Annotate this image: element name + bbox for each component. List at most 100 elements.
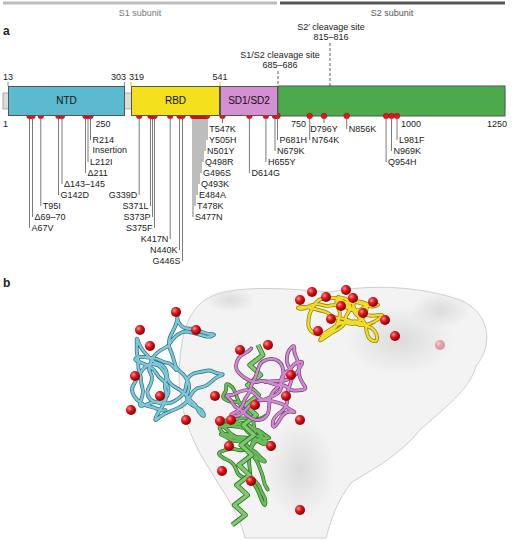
- residue-number: 1250: [487, 119, 507, 129]
- mutation-label: Δ211: [88, 168, 108, 178]
- mutation-label: K417N: [141, 234, 169, 244]
- subunit-label: S1 subunit: [119, 8, 162, 18]
- leader-lines: [30, 119, 398, 261]
- mutation-sphere: [145, 341, 155, 351]
- mutation-label: G339D: [109, 190, 138, 200]
- ribbon-outline: [298, 297, 383, 342]
- mutation-sphere: [341, 285, 351, 295]
- leader-line: [193, 119, 194, 217]
- leader-line: [324, 119, 325, 123]
- mutation-sphere: [321, 292, 331, 302]
- leader-line: [40, 119, 41, 206]
- leader-line: [150, 119, 151, 206]
- mutation-sphere: [313, 326, 323, 336]
- mutation-sphere: [326, 314, 336, 324]
- cleavage-residues: 685–686: [262, 60, 297, 70]
- mutation-sphere: [191, 325, 201, 335]
- mutation-sphere: [171, 307, 181, 317]
- cleavage-residues: 815–816: [313, 32, 348, 42]
- leader-line: [205, 119, 206, 151]
- ribbon-outline: [132, 310, 223, 420]
- mutation-label: N679K: [277, 146, 305, 156]
- surface-shading: [265, 420, 335, 520]
- mutation-label: T547K: [209, 124, 236, 134]
- leader-line: [195, 119, 196, 206]
- mutation-label: G446S: [152, 256, 180, 266]
- s1-subunit-bar: [3, 2, 277, 5]
- mutation-sphere: [286, 370, 296, 380]
- panel-letter: a: [3, 24, 10, 38]
- mutation-label: P681H: [280, 135, 308, 145]
- mutation-sphere: [307, 287, 317, 297]
- domain-box: NTD: [8, 86, 125, 116]
- mutation-sphere: [295, 295, 305, 305]
- ribbon-outline: [227, 346, 306, 427]
- leader-line: [179, 119, 180, 250]
- mutation-sphere: [358, 308, 368, 318]
- residue-number: 1: [3, 119, 8, 129]
- mutation-label: G142D: [61, 190, 90, 200]
- leader-line: [207, 119, 208, 140]
- domain-label: NTD: [56, 95, 77, 107]
- leader-line: [170, 119, 171, 239]
- mutation-label: N969K: [394, 146, 422, 156]
- mutation-label: L212I: [90, 157, 113, 167]
- mutation-sphere: [217, 466, 227, 476]
- mutation-label: T95I: [43, 201, 61, 211]
- leader-line: [397, 119, 398, 140]
- leader-line: [277, 119, 278, 140]
- mutation-label: N856K: [349, 124, 377, 134]
- mutation-dot: [344, 113, 350, 119]
- leader-line: [275, 119, 276, 151]
- ribbon: [227, 346, 306, 427]
- mutation-label: N440K: [150, 245, 178, 255]
- domain-box: RBD: [131, 86, 220, 116]
- mutation-sphere: [295, 415, 305, 425]
- mutation-sphere: [226, 415, 236, 425]
- leader-line: [346, 119, 347, 129]
- leader-line: [85, 119, 86, 173]
- leader-line: [201, 119, 202, 173]
- domain-label: SD1/SD2: [228, 95, 270, 107]
- leader-line: [391, 119, 392, 151]
- mutation-label: Δ143–145: [64, 179, 105, 189]
- residue-number: 541: [212, 72, 227, 82]
- leader-line: [203, 119, 204, 162]
- mutation-sphere: [348, 293, 358, 303]
- surface-shading: [410, 292, 470, 328]
- leader-line: [249, 119, 250, 173]
- mutation-label: T478K: [197, 201, 224, 211]
- leader-line: [199, 119, 200, 184]
- leader-line: [32, 119, 33, 217]
- mutation-label: Q954H: [388, 157, 417, 167]
- leader-line: [222, 119, 223, 123]
- mutation-sphere: [281, 391, 291, 401]
- mutation-sphere: [295, 505, 305, 515]
- leader-line: [58, 119, 59, 195]
- residue-number: 250: [95, 119, 110, 129]
- leader-line: [29, 119, 30, 228]
- mutation-sphere: [263, 340, 273, 350]
- mutation-sphere: [235, 345, 245, 355]
- mutation-dot: [321, 113, 327, 119]
- leader-line: [139, 119, 140, 195]
- leader-line: [182, 119, 183, 261]
- ribbon: [298, 297, 383, 342]
- leader-line: [152, 119, 153, 217]
- cleavage-marker: [330, 43, 331, 86]
- mutation-sphere: [126, 405, 136, 415]
- panel-letter: b: [3, 276, 10, 290]
- mutation-dot: [307, 113, 313, 119]
- mutation-label: R214 Insertion: [93, 135, 135, 155]
- mutation-sphere: [380, 315, 390, 325]
- mutation-sphere: [250, 400, 260, 410]
- mutation-sphere: [224, 441, 234, 451]
- mutation-label: S371L: [122, 201, 148, 211]
- cleavage-label: S2′ cleavage site: [297, 22, 365, 32]
- mutation-sphere: [215, 416, 225, 426]
- mutation-spheres: [126, 285, 445, 515]
- residue-number: 13: [3, 72, 13, 82]
- residue-number: 319: [129, 72, 144, 82]
- surface-shading: [205, 288, 255, 312]
